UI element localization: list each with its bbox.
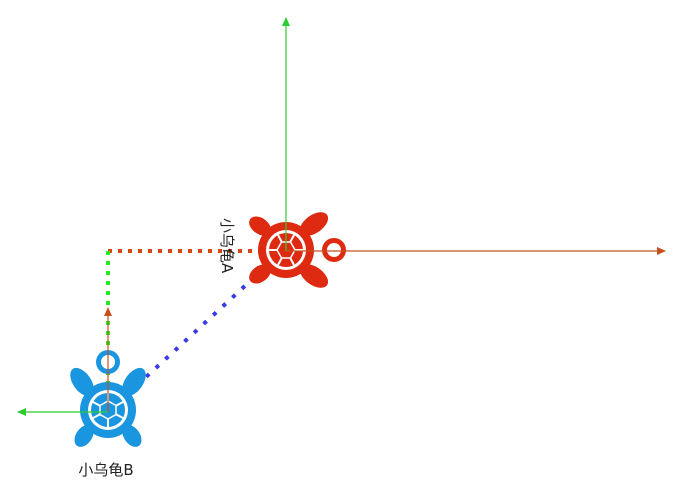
turtle-a-icon <box>244 206 347 294</box>
turtle-a-label: 小乌龟A <box>218 218 236 274</box>
turtle-b-label: 小乌龟B <box>78 461 133 479</box>
